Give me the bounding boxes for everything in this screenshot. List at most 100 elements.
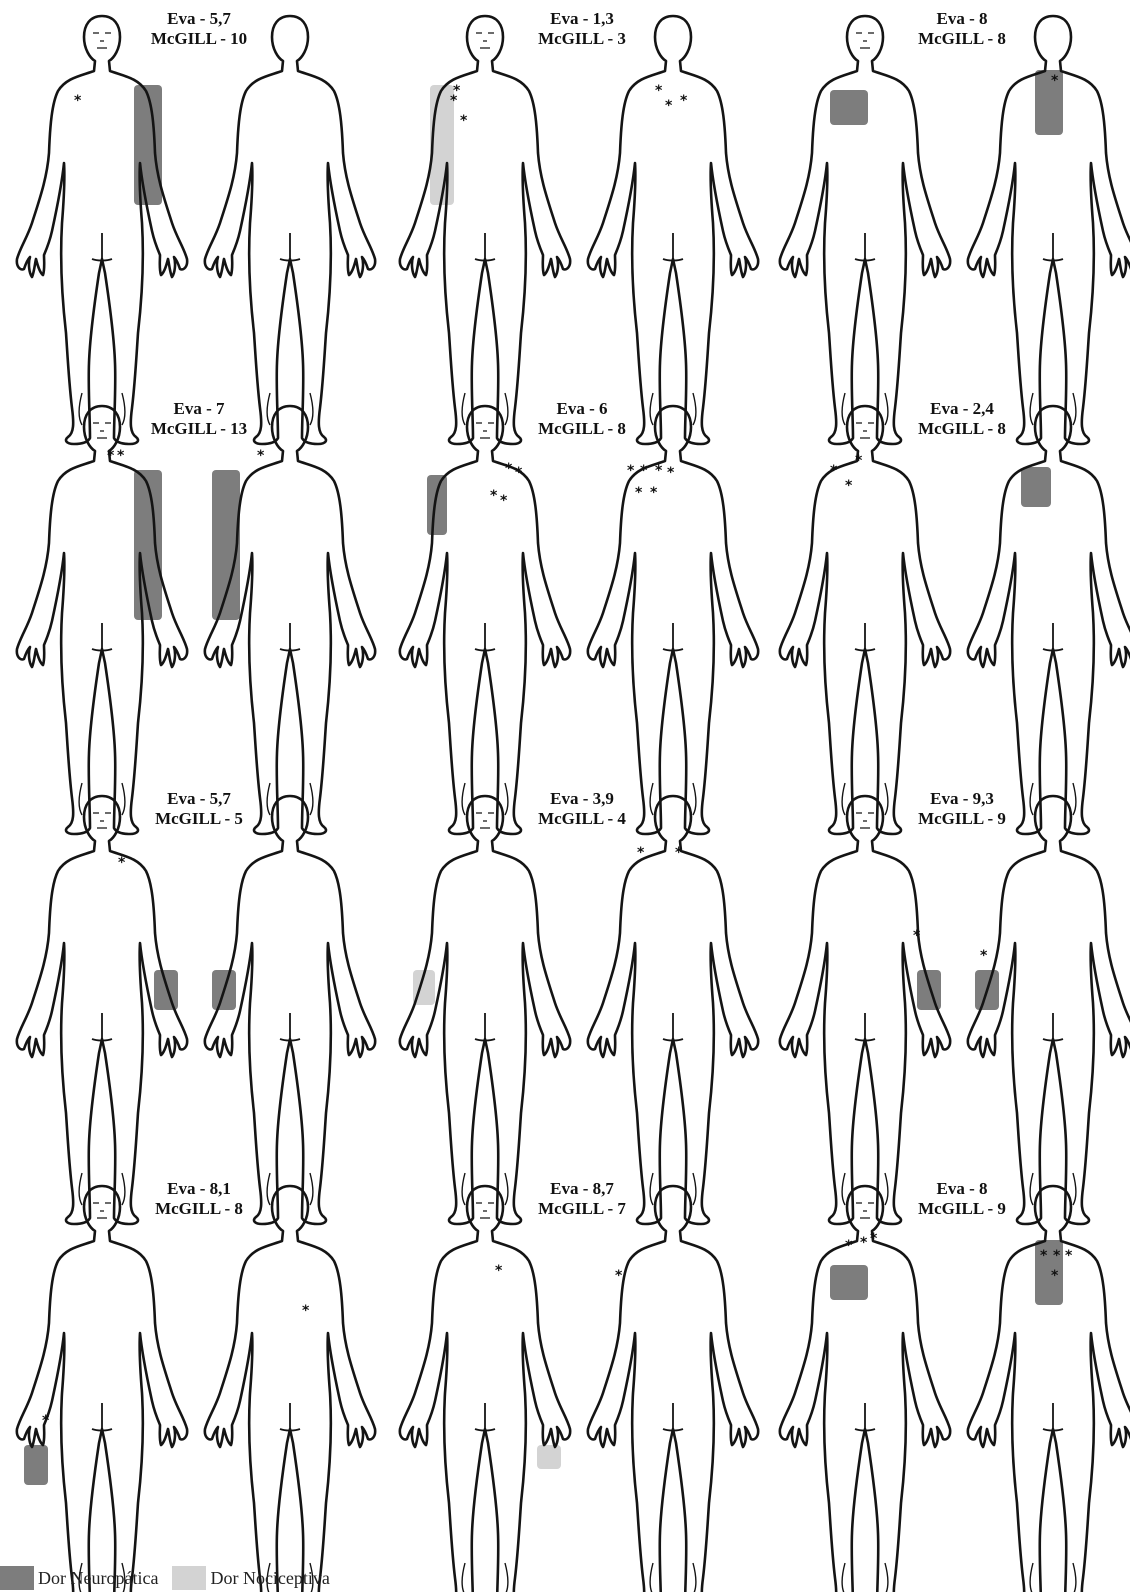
patient-panel: ****** xyxy=(400,16,758,444)
pain-point-asterisk: * xyxy=(490,488,498,504)
body-front-figure xyxy=(17,1186,187,1592)
pain-point-asterisk: * xyxy=(1051,1268,1059,1284)
pain-point-asterisk: * xyxy=(845,1238,853,1254)
legend-nociceptive-label: Dor Nociceptiva xyxy=(210,1568,329,1589)
neuropathic-pain-region xyxy=(24,1445,48,1485)
eva-score: Eva - 8 xyxy=(867,9,1057,29)
eva-score: Eva - 1,3 xyxy=(487,9,677,29)
patient-panel: * xyxy=(17,796,375,1224)
patient-panel: ** xyxy=(400,1186,758,1592)
mcgill-score: McGILL - 7 xyxy=(487,1199,677,1219)
pain-point-asterisk: * xyxy=(830,463,838,479)
pain-point-asterisk: * xyxy=(495,1263,503,1279)
mcgill-score: McGILL - 8 xyxy=(104,1199,294,1219)
neuropathic-pain-region xyxy=(427,475,447,535)
pain-point-asterisk: * xyxy=(860,1235,868,1251)
patient-panel: ********** xyxy=(400,406,758,834)
legend: Dor Neuropática Dor Nociceptiva xyxy=(0,1566,344,1590)
neuropathic-pain-region xyxy=(830,1265,868,1300)
eva-score: Eva - 8,7 xyxy=(487,1179,677,1199)
pain-point-asterisk: * xyxy=(117,448,125,464)
pain-point-asterisk: * xyxy=(870,1231,878,1247)
eva-score: Eva - 6 xyxy=(487,399,677,419)
mcgill-score: McGILL - 13 xyxy=(104,419,294,439)
neuropathic-pain-region xyxy=(1021,467,1051,507)
pain-point-asterisk: * xyxy=(627,463,635,479)
patient-panel: ******* xyxy=(780,1186,1130,1592)
pain-point-asterisk: * xyxy=(450,93,458,109)
pain-point-asterisk: * xyxy=(855,453,863,469)
body-front-figure xyxy=(400,1186,570,1592)
pain-point-asterisk: * xyxy=(515,465,523,481)
pain-point-asterisk: * xyxy=(42,1413,50,1429)
neuropathic-pain-region xyxy=(1035,70,1063,135)
body-front-figure xyxy=(400,406,570,834)
pain-point-asterisk: * xyxy=(980,948,988,964)
pain-point-asterisk: * xyxy=(107,448,115,464)
pain-point-asterisk: * xyxy=(665,98,673,114)
pain-point-asterisk: * xyxy=(302,1303,310,1319)
pain-point-asterisk: * xyxy=(635,485,643,501)
neuropathic-swatch xyxy=(0,1566,34,1590)
pain-point-asterisk: * xyxy=(74,93,82,109)
mcgill-score: McGILL - 10 xyxy=(104,29,294,49)
legend-neuropathic-label: Dor Neuropática xyxy=(38,1568,158,1589)
mcgill-score: McGILL - 3 xyxy=(487,29,677,49)
pain-point-asterisk: * xyxy=(675,845,683,861)
mcgill-score: McGILL - 8 xyxy=(867,419,1057,439)
pain-point-asterisk: * xyxy=(505,461,513,477)
neuropathic-pain-region xyxy=(917,970,941,1010)
pain-point-asterisk: * xyxy=(667,465,675,481)
body-back-figure xyxy=(588,1186,758,1592)
pain-point-asterisk: * xyxy=(1065,1248,1073,1264)
pain-point-asterisk: * xyxy=(460,113,468,129)
pain-point-asterisk: * xyxy=(637,845,645,861)
mcgill-score: McGILL - 9 xyxy=(867,1199,1057,1219)
mcgill-score: McGILL - 8 xyxy=(867,29,1057,49)
patient-panel: * xyxy=(17,16,375,444)
eva-score: Eva - 3,9 xyxy=(487,789,677,809)
body-front-figure xyxy=(400,16,570,444)
eva-score: Eva - 7 xyxy=(104,399,294,419)
body-front-figure xyxy=(17,406,187,834)
patient-panel: ** xyxy=(780,796,1130,1224)
pain-point-asterisk: * xyxy=(1040,1248,1048,1264)
body-front-figure xyxy=(780,406,950,834)
pain-point-asterisk: * xyxy=(118,855,126,871)
body-back-figure xyxy=(588,16,758,444)
pain-point-asterisk: * xyxy=(680,93,688,109)
mcgill-score: McGILL - 5 xyxy=(104,809,294,829)
patient-panel: *** xyxy=(780,406,1130,834)
pain-point-asterisk: * xyxy=(1053,1248,1061,1264)
patient-panel: * xyxy=(780,16,1130,444)
mcgill-score: McGILL - 8 xyxy=(487,419,677,439)
mcgill-score: McGILL - 9 xyxy=(867,809,1057,829)
eva-score: Eva - 5,7 xyxy=(104,789,294,809)
nociceptive-swatch xyxy=(172,1566,206,1590)
nociceptive-pain-region xyxy=(537,1445,561,1469)
neuropathic-pain-region xyxy=(830,90,868,125)
body-back-figure xyxy=(205,1186,375,1592)
body-back-figure xyxy=(588,796,758,1224)
pain-point-asterisk: * xyxy=(640,463,648,479)
mcgill-score: McGILL - 4 xyxy=(487,809,677,829)
pain-point-asterisk: * xyxy=(650,485,658,501)
pain-point-asterisk: * xyxy=(257,448,265,464)
pain-point-asterisk: * xyxy=(655,83,663,99)
patient-panel: ** xyxy=(400,796,758,1224)
neuropathic-pain-region xyxy=(154,970,178,1010)
body-front-figure xyxy=(780,16,950,444)
body-front-figure xyxy=(17,16,187,444)
pain-point-asterisk: * xyxy=(615,1268,623,1284)
panel-caption: Eva - 9,3McGILL - 9 xyxy=(867,789,1057,829)
eva-score: Eva - 2,4 xyxy=(867,399,1057,419)
patient-panel: *** xyxy=(17,406,375,834)
